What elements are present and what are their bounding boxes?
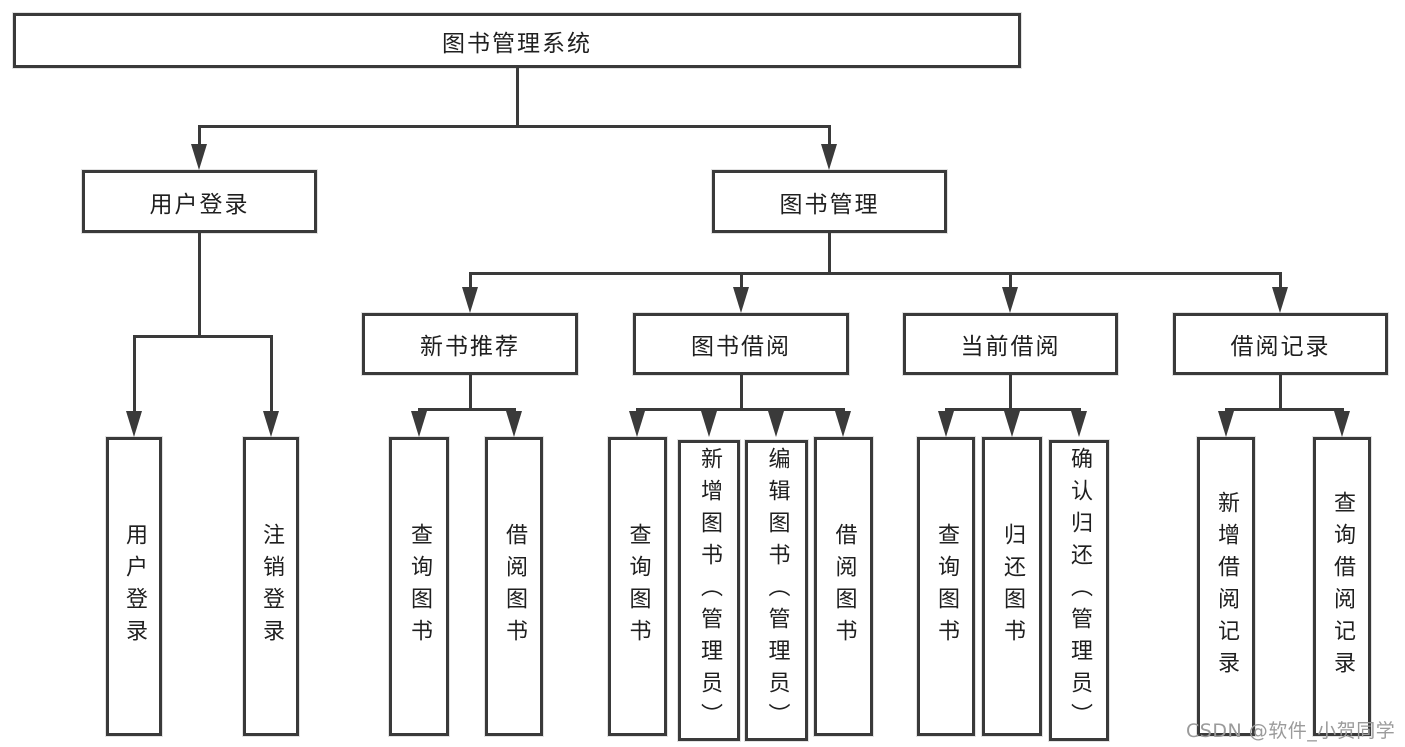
leaf-current-query-books-label: 查询图书 [934, 522, 959, 651]
arrow-down-icon [835, 411, 851, 437]
connector-borrow-records-stem [1278, 375, 1282, 409]
connector-current-borrow-stem [1008, 375, 1012, 409]
connector-borrow-records-rail [1224, 408, 1344, 411]
connector-drop-book-borrow [739, 272, 743, 289]
connector-drop-borrow-records [1278, 272, 1282, 289]
connector-drop-book-mgmt [827, 125, 831, 147]
leaf-borrow-add-books-admin: 新增图书（管理员） [678, 440, 740, 741]
leaf-records-query-record: 查询借阅记录 [1313, 437, 1371, 736]
connector-user-login-stem [197, 233, 201, 335]
leaf-rec-borrow-books-label: 借阅图书 [502, 522, 527, 651]
leaf-rec-query-books-label: 查询图书 [407, 522, 432, 651]
leaf-borrow-edit-books-admin: 编辑图书（管理员） [745, 440, 808, 741]
node-book-borrow: 图书借阅 [633, 313, 849, 375]
leaf-user-login: 用户登录 [106, 437, 162, 736]
arrow-down-icon [505, 411, 522, 437]
connector-new-book-rec-stem [468, 375, 472, 409]
arrow-down-icon [1001, 287, 1018, 313]
arrow-down-icon [937, 411, 954, 437]
leaf-records-add-record-label: 新增借阅记录 [1214, 490, 1239, 683]
connector-book-mgmt-stem [827, 233, 831, 274]
node-root: 图书管理系统 [13, 13, 1021, 68]
arrow-down-icon [1070, 411, 1087, 437]
csdn-watermark: CSDN @软件_小贺同学 [1186, 720, 1396, 742]
leaf-current-return-books: 归还图书 [982, 437, 1042, 736]
node-book-mgmt: 图书管理 [712, 170, 947, 233]
arrow-down-icon [1217, 411, 1234, 437]
arrow-down-icon [732, 287, 749, 313]
leaf-logout: 注销登录 [243, 437, 299, 736]
connector-user-login-rail [132, 335, 273, 338]
arrow-down-icon [461, 287, 478, 313]
node-new-book-recommend-label: 新书推荐 [420, 334, 520, 360]
leaf-borrow-add-books-admin-label: 新增图书（管理员） [697, 446, 722, 735]
connector-new-book-rec-rail [417, 408, 516, 411]
leaf-records-add-record: 新增借阅记录 [1197, 437, 1255, 736]
leaf-borrow-query-books-label: 查询图书 [625, 522, 651, 651]
node-current-borrow-label: 当前借阅 [960, 334, 1061, 360]
node-new-book-recommend: 新书推荐 [362, 313, 578, 375]
leaf-current-query-books: 查询图书 [917, 437, 975, 736]
arrow-down-icon [125, 411, 142, 437]
connector-drop-leaf [132, 335, 136, 413]
node-borrow-records: 借阅记录 [1173, 313, 1388, 375]
arrow-down-icon [1333, 411, 1350, 437]
node-user-login-label: 用户登录 [149, 191, 250, 218]
arrow-down-icon [410, 411, 427, 437]
arrow-down-icon [1271, 287, 1288, 313]
node-root-label: 图书管理系统 [442, 30, 592, 57]
leaf-records-query-record-label: 查询借阅记录 [1330, 490, 1355, 683]
leaf-borrow-borrow-books: 借阅图书 [814, 437, 873, 736]
arrow-down-icon [700, 411, 717, 437]
leaf-logout-label: 注销登录 [259, 522, 284, 651]
leaf-current-confirm-return-admin-label: 确认归还（管理员） [1067, 446, 1092, 735]
connector-level2-rail [197, 125, 831, 128]
node-borrow-records-label: 借阅记录 [1230, 334, 1331, 360]
connector-level3-rail [468, 272, 1282, 275]
connector-book-borrow-rail [636, 408, 845, 411]
connector-drop-leaf [269, 335, 273, 413]
connector-root-stem [515, 68, 519, 125]
connector-book-borrow-stem [739, 375, 743, 409]
arrow-down-icon [1003, 411, 1020, 437]
leaf-rec-query-books: 查询图书 [389, 437, 449, 736]
leaf-current-return-books-label: 归还图书 [1000, 522, 1025, 651]
arrow-down-icon [820, 144, 837, 170]
leaf-current-confirm-return-admin: 确认归还（管理员） [1049, 440, 1109, 741]
connector-drop-new-book-rec [468, 272, 472, 289]
leaf-borrow-edit-books-admin-label: 编辑图书（管理员） [764, 446, 790, 735]
leaf-borrow-borrow-books-label: 借阅图书 [831, 522, 857, 651]
arrow-down-icon [629, 411, 645, 437]
arrow-down-icon [190, 144, 207, 170]
leaf-rec-borrow-books: 借阅图书 [485, 437, 543, 736]
connector-drop-current-borrow [1008, 272, 1012, 289]
leaf-borrow-query-books: 查询图书 [608, 437, 667, 736]
node-book-borrow-label: 图书借阅 [691, 334, 791, 360]
node-user-login: 用户登录 [82, 170, 317, 233]
node-book-mgmt-label: 图书管理 [779, 191, 880, 218]
leaf-user-login-label: 用户登录 [122, 522, 147, 651]
connector-drop-user-login [197, 125, 201, 147]
node-current-borrow: 当前借阅 [903, 313, 1118, 375]
arrow-down-icon [768, 411, 784, 437]
arrow-down-icon [262, 411, 279, 437]
